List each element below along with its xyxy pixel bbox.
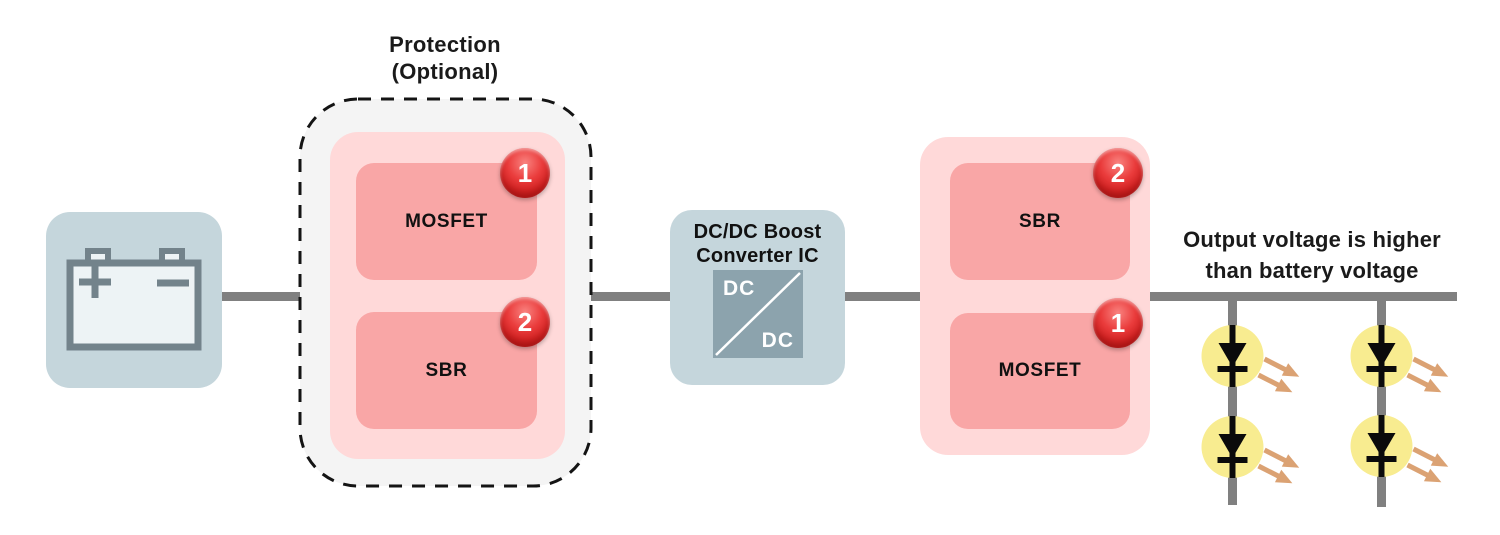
sbr-block-left: SBR 2 xyxy=(356,297,550,429)
mosfet-block-left: MOSFET 1 xyxy=(356,148,550,280)
badge-2-number: 2 xyxy=(517,306,533,337)
protection-title-line2: (Optional) xyxy=(391,59,499,84)
converter-title-line2: Converter IC xyxy=(696,245,819,267)
battery-block xyxy=(46,212,222,388)
dc-top-label: DC xyxy=(723,277,756,300)
output-components-container: SBR 2 MOSFET 1 xyxy=(920,137,1150,455)
led-icon xyxy=(1351,415,1452,488)
wire-led-string-2 xyxy=(1377,294,1386,507)
protection-title-line1: Protection xyxy=(389,32,501,57)
led-icon xyxy=(1202,416,1303,489)
dc-dc-icon: DC DC xyxy=(713,270,803,358)
annotation-line2: than battery voltage xyxy=(1205,258,1419,283)
dcdc-converter-block: DC/DC Boost Converter IC DC DC xyxy=(670,210,845,385)
protection-title: Protection (Optional) xyxy=(320,31,570,85)
wire-led-string-1 xyxy=(1228,294,1237,505)
dc-bottom-label: DC xyxy=(761,329,794,352)
mosfet-label: MOSFET xyxy=(405,210,488,232)
badge-2: 2 xyxy=(500,297,550,347)
badge-1-number: 1 xyxy=(517,157,533,188)
led-array xyxy=(1180,294,1490,507)
led-icon xyxy=(1351,325,1452,398)
converter-title-line1: DC/DC Boost xyxy=(693,221,822,243)
mosfet-block-right: MOSFET 1 xyxy=(950,298,1143,429)
battery-icon xyxy=(66,248,202,351)
protection-components-container: MOSFET 1 SBR 2 xyxy=(330,132,565,459)
badge-2: 2 xyxy=(1093,148,1143,198)
badge-1: 1 xyxy=(1093,298,1143,348)
dc-dc-diagonal xyxy=(715,272,801,356)
badge-1-number: 1 xyxy=(1110,307,1126,338)
sbr-block-right: SBR 2 xyxy=(950,148,1143,280)
sbr-label: SBR xyxy=(425,359,468,381)
converter-title: DC/DC Boost Converter IC xyxy=(670,220,845,268)
badge-2-number: 2 xyxy=(1110,157,1126,188)
mosfet-label: MOSFET xyxy=(998,360,1082,381)
sbr-label: SBR xyxy=(1019,210,1061,232)
led-icon xyxy=(1202,325,1303,398)
badge-1: 1 xyxy=(500,148,550,198)
annotation-line1: Output voltage is higher xyxy=(1183,227,1441,252)
output-voltage-annotation: Output voltage is higher than battery vo… xyxy=(1157,224,1467,286)
